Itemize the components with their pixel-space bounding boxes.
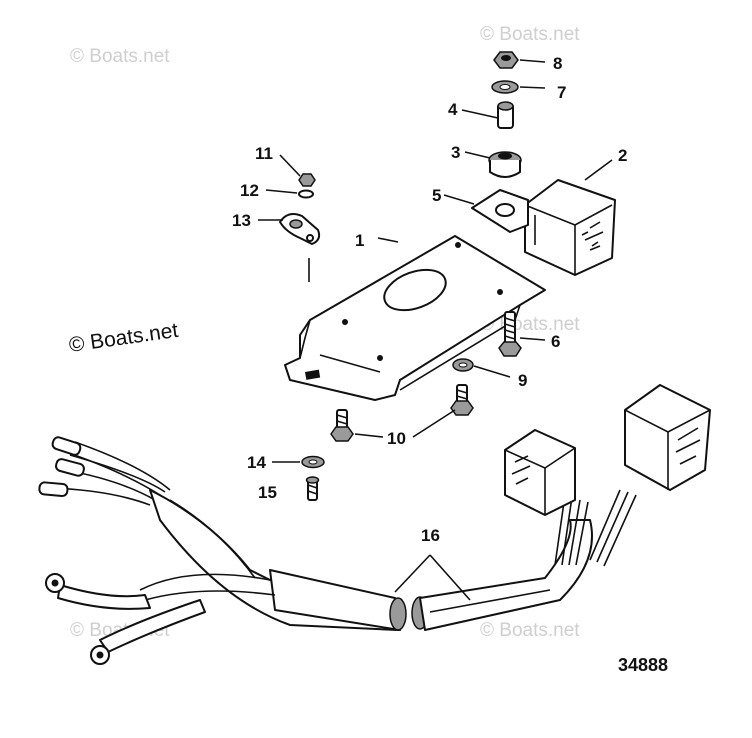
callout-6: 6 — [551, 332, 560, 351]
wiring-harness-right — [411, 384, 711, 631]
cable-clamp — [279, 213, 321, 282]
screw-15 — [305, 476, 320, 501]
grommet — [488, 151, 522, 178]
watermark-top-left: © Boats.net — [70, 46, 170, 67]
watermark-main: © Boats.net — [67, 319, 179, 357]
screw-10-left — [330, 409, 354, 442]
callout-11: 11 — [255, 144, 273, 163]
figure-number: 34888 — [618, 655, 668, 675]
callout-7: 7 — [557, 83, 566, 102]
washer-12 — [298, 189, 314, 199]
callout-13: 13 — [232, 211, 251, 230]
watermark-top-right: © Boats.net — [480, 24, 580, 45]
screw-10-right — [450, 384, 474, 416]
nut — [493, 51, 519, 69]
watermark-bottom-right: © Boats.net — [480, 620, 580, 641]
washer-14 — [301, 455, 325, 469]
callout-12: 12 — [240, 181, 259, 200]
callout-4: 4 — [448, 100, 458, 119]
relay — [524, 179, 616, 276]
callout-2: 2 — [618, 146, 627, 165]
callout-10: 10 — [387, 429, 406, 448]
relay-mounting-tab — [471, 189, 529, 233]
washer-9 — [452, 358, 474, 372]
screw-6 — [498, 311, 522, 357]
callout-9: 9 — [518, 371, 527, 390]
sleeve — [497, 101, 514, 129]
mounting-bracket — [284, 235, 546, 401]
leader-lines — [258, 59, 613, 601]
wiring-harness-left — [38, 436, 407, 665]
callout-1: 1 — [355, 231, 364, 250]
washer — [491, 80, 519, 94]
callout-15: 15 — [258, 483, 277, 502]
callout-5: 5 — [432, 186, 441, 205]
callout-14: 14 — [247, 453, 266, 472]
callout-3: 3 — [451, 143, 460, 162]
callout-8: 8 — [553, 54, 562, 73]
screw-11 — [298, 173, 316, 187]
callout-16: 16 — [421, 526, 440, 545]
callouts: 1 2 3 4 5 6 7 8 9 10 11 12 13 14 15 16 — [232, 54, 627, 545]
